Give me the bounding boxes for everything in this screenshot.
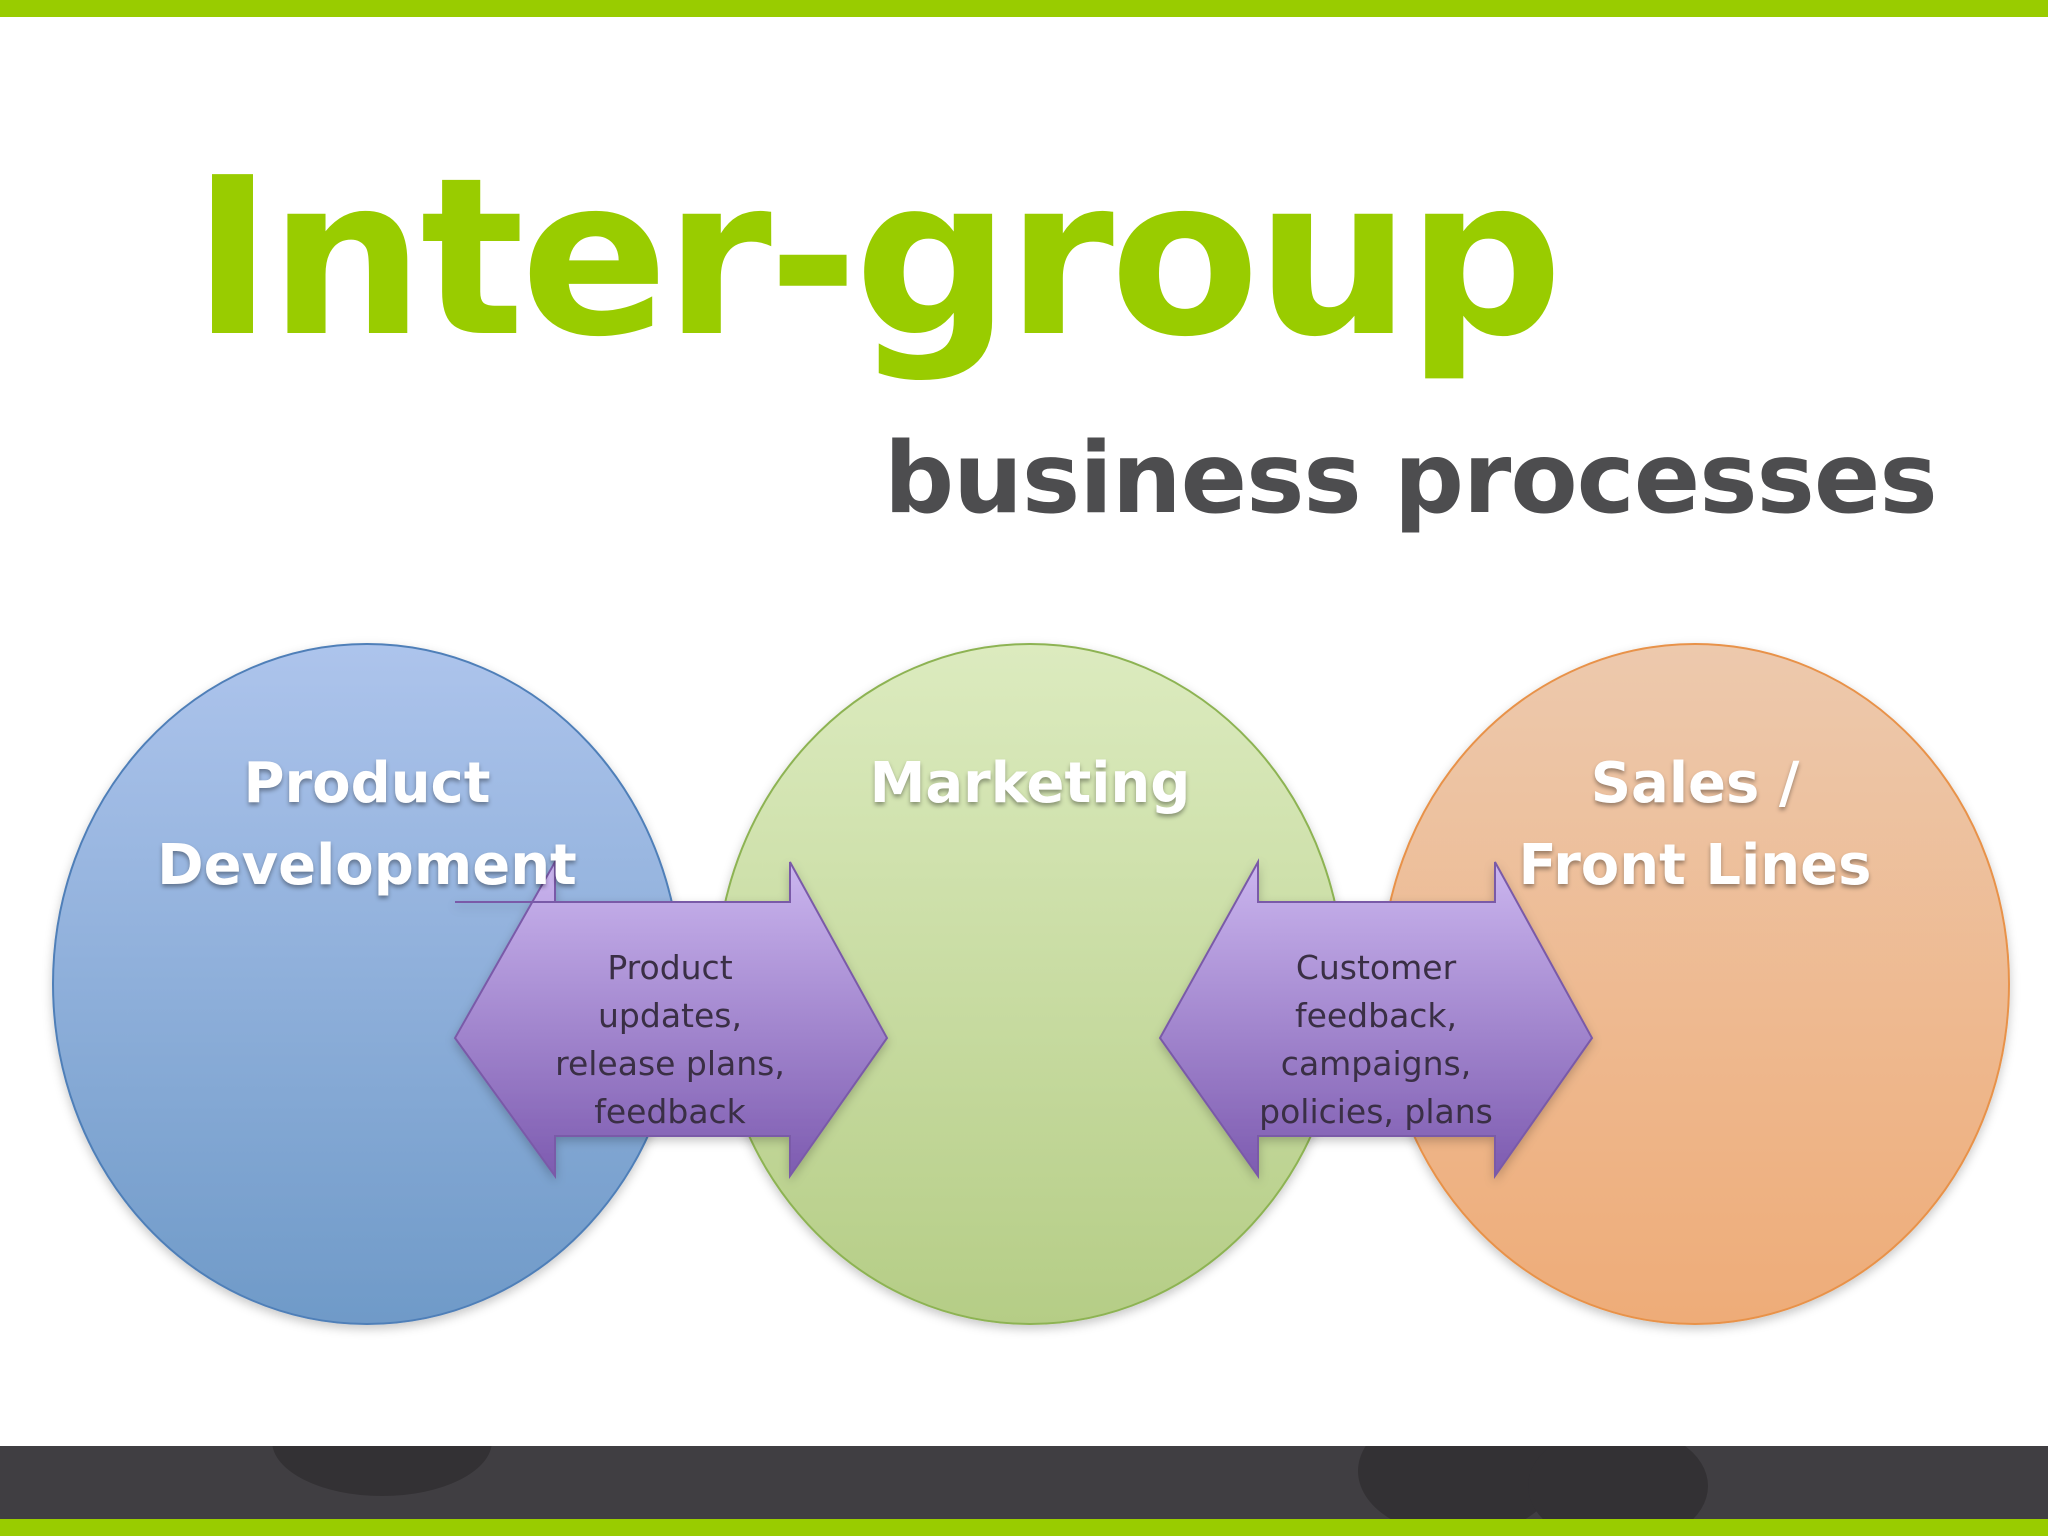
- label-line: Product: [243, 751, 491, 816]
- product-development-label: Product Development: [117, 743, 617, 907]
- label-line: feedback: [594, 1092, 746, 1131]
- label-line: Front Lines: [1518, 833, 1872, 898]
- slide-subtitle: business processes: [884, 422, 1938, 536]
- label-line: updates,: [598, 996, 742, 1035]
- label-line: policies, plans: [1259, 1092, 1493, 1131]
- label-line: Customer: [1295, 948, 1457, 987]
- top-accent-bar: [0, 0, 2048, 17]
- bottom-accent-bar: [0, 1519, 2048, 1536]
- marketing-label: Marketing: [780, 743, 1280, 825]
- slide-title: Inter-group: [192, 132, 1563, 385]
- label-line: release plans,: [555, 1044, 785, 1083]
- label-line: Marketing: [869, 751, 1191, 816]
- arrow-product-marketing: [453, 858, 889, 1180]
- label-line: Development: [157, 833, 577, 898]
- arrow-marketing-sales-label: Customer feedback, campaigns, policies, …: [1226, 944, 1526, 1136]
- sales-front-lines-label: Sales / Front Lines: [1445, 743, 1945, 907]
- arrow-product-marketing-label: Product updates, release plans, feedback: [520, 944, 820, 1136]
- label-line: campaigns,: [1280, 1044, 1472, 1083]
- label-line: feedback,: [1294, 996, 1458, 1035]
- footer-decoration: [272, 1446, 492, 1496]
- label-line: Sales /: [1590, 751, 1800, 816]
- arrow-marketing-sales: [1158, 858, 1594, 1180]
- label-line: Product: [607, 948, 733, 987]
